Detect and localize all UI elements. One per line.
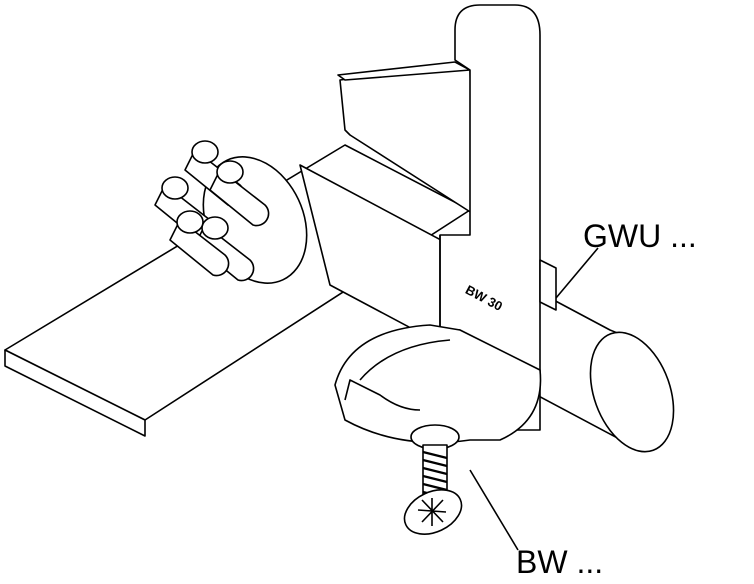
- gwu-leader-line: [555, 247, 599, 299]
- gusset-plate: [337, 61, 476, 216]
- bw-label: BW ...: [516, 544, 604, 580]
- conductor-rods: [154, 140, 270, 282]
- gwu-mount: [539, 259, 557, 311]
- bw-leader-line: [469, 469, 519, 551]
- gwu-label: GWU ...: [583, 218, 697, 254]
- clamp-screw: [403, 424, 463, 535]
- clamp-strap: [334, 324, 542, 444]
